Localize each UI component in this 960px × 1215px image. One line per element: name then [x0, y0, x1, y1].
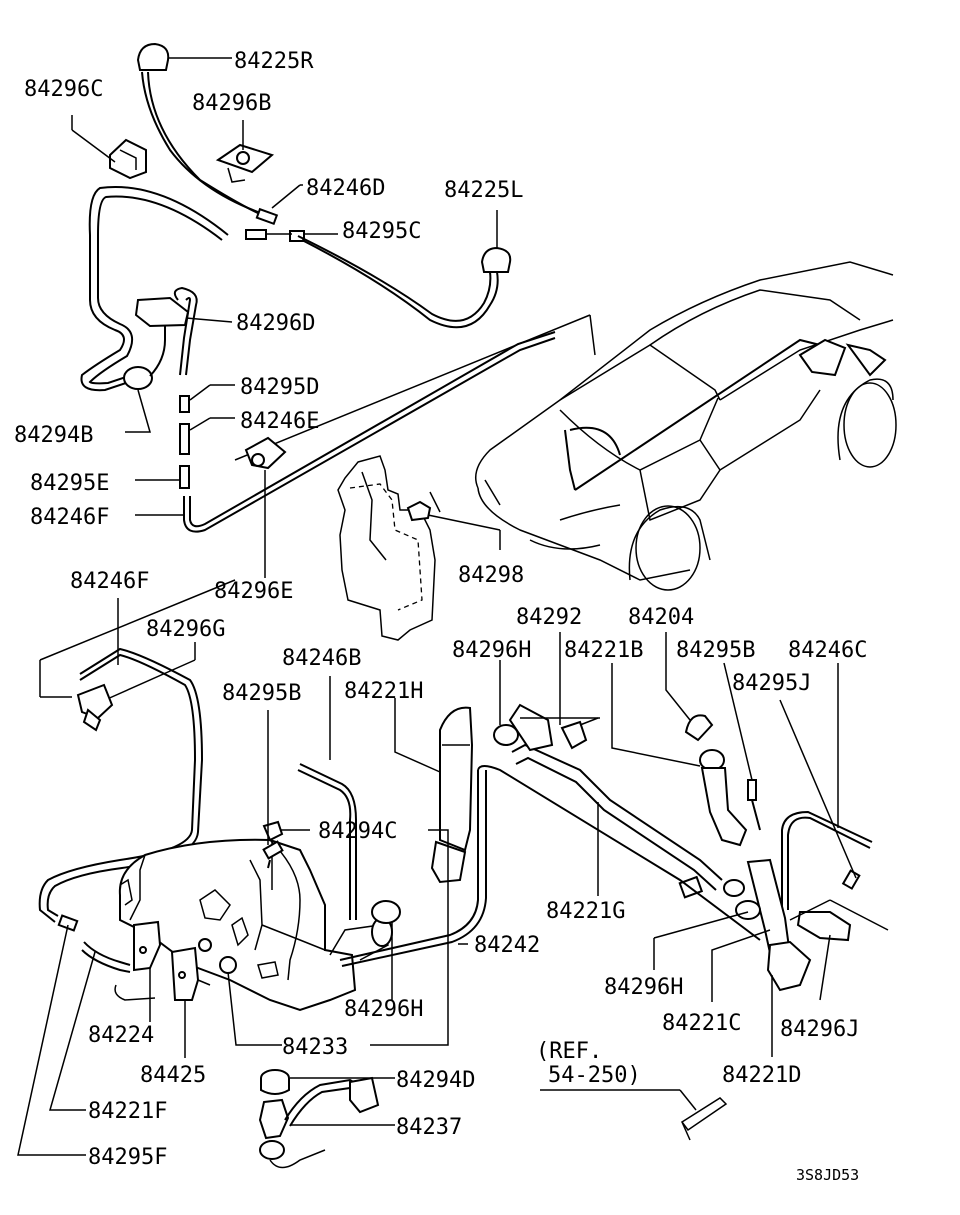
label-84246C: 84246C: [788, 638, 867, 663]
hose-84246C: [781, 810, 873, 910]
label-84296H-top: 84296H: [452, 638, 531, 663]
label-84246B: 84246B: [282, 646, 361, 671]
label-84221G: 84221G: [546, 899, 625, 924]
connector-84295B-right: [747, 779, 761, 831]
connector-84295C: [245, 229, 338, 242]
label-84425: 84425: [140, 1063, 206, 1088]
label-ref-line1: (REF.: [536, 1039, 602, 1064]
diagram-code: 3S8JD53: [796, 1166, 859, 1184]
label-84225R: 84225R: [234, 49, 314, 74]
hose-84246B: [297, 763, 357, 920]
label-84242: 84242: [474, 933, 540, 958]
label-84296C: 84296C: [24, 77, 103, 102]
inlet-84221H: [430, 706, 474, 884]
label-84295B-right: 84295B: [676, 638, 755, 663]
hose-84221F: [57, 914, 131, 973]
label-84295B-left: 84295B: [222, 681, 301, 706]
check-valve-84296D: [134, 286, 233, 376]
check-valve-84294B: [123, 325, 166, 433]
hose-84221C: [723, 858, 812, 992]
label-84294B: 84294B: [14, 423, 93, 448]
label-84295J: 84295J: [732, 671, 811, 696]
connector-84295B-left: [262, 840, 284, 869]
part-labels: 84225R 84296C 84296B 84246D 84225L 84295…: [14, 49, 867, 1184]
label-84246E: 84246E: [240, 409, 319, 434]
connector-84246D: [255, 184, 303, 226]
label-84224: 84224: [88, 1023, 154, 1048]
label-84221H: 84221H: [344, 679, 423, 704]
label-84246F-mid: 84246F: [70, 569, 149, 594]
hose-84221B: [699, 749, 748, 847]
label-84295E: 84295E: [30, 471, 109, 496]
label-84296G: 84296G: [146, 617, 225, 642]
label-84298: 84298: [458, 563, 524, 588]
label-84221C: 84221C: [662, 1011, 741, 1036]
grommet-84294D: [260, 1069, 290, 1095]
hose-84242: [339, 765, 761, 967]
label-84294C: 84294C: [318, 819, 397, 844]
ref-arrow: [540, 1089, 728, 1141]
clip-84292: [520, 717, 600, 750]
bracket-84296B: [215, 120, 275, 183]
label-84295F: 84295F: [88, 1145, 167, 1170]
label-84225L: 84225L: [444, 178, 523, 203]
label-84296E: 84296E: [214, 579, 293, 604]
level-sensor-84237: [258, 1076, 380, 1169]
washer-tank-outline: [337, 455, 436, 641]
clip-84296E: [244, 436, 287, 578]
label-84296H-right: 84296H: [604, 975, 683, 1000]
label-84246F-top: 84246F: [30, 505, 109, 530]
label-ref-line2: 54-250): [548, 1063, 641, 1088]
label-84292: 84292: [516, 605, 582, 630]
label-84233: 84233: [282, 1035, 348, 1060]
label-84221B: 84221B: [564, 638, 643, 663]
label-84296D: 84296D: [236, 311, 315, 336]
label-84295D: 84295D: [240, 375, 319, 400]
label-84294D: 84294D: [396, 1068, 475, 1093]
label-84204: 84204: [628, 605, 694, 630]
hose-stack: [135, 331, 556, 533]
nozzle-84225R: [136, 42, 232, 71]
leader-lines: [17, 632, 857, 1156]
screw-84298: [406, 491, 501, 550]
car-outline: [475, 261, 897, 591]
pump-84425: [170, 946, 211, 1001]
filter-84296H: [371, 900, 401, 924]
label-84296H-mid: 84296H: [344, 997, 423, 1022]
clip-84296G: [76, 683, 114, 732]
label-84221F: 84221F: [88, 1099, 167, 1124]
nozzle-84225L: [480, 210, 512, 273]
cap-84204: [684, 714, 714, 742]
label-84237: 84237: [396, 1115, 462, 1140]
grommet-84296H-top: [493, 724, 519, 746]
label-84296B: 84296B: [192, 91, 271, 116]
label-84296J: 84296J: [780, 1017, 859, 1042]
bracket-84296C: [71, 115, 147, 180]
washer-tank-84242: [118, 838, 393, 1012]
pump-84224: [114, 920, 162, 1001]
label-84221D: 84221D: [722, 1063, 801, 1088]
label-84246D: 84246D: [306, 176, 385, 201]
label-84295C: 84295C: [342, 219, 421, 244]
clip-84296J: [796, 899, 889, 942]
